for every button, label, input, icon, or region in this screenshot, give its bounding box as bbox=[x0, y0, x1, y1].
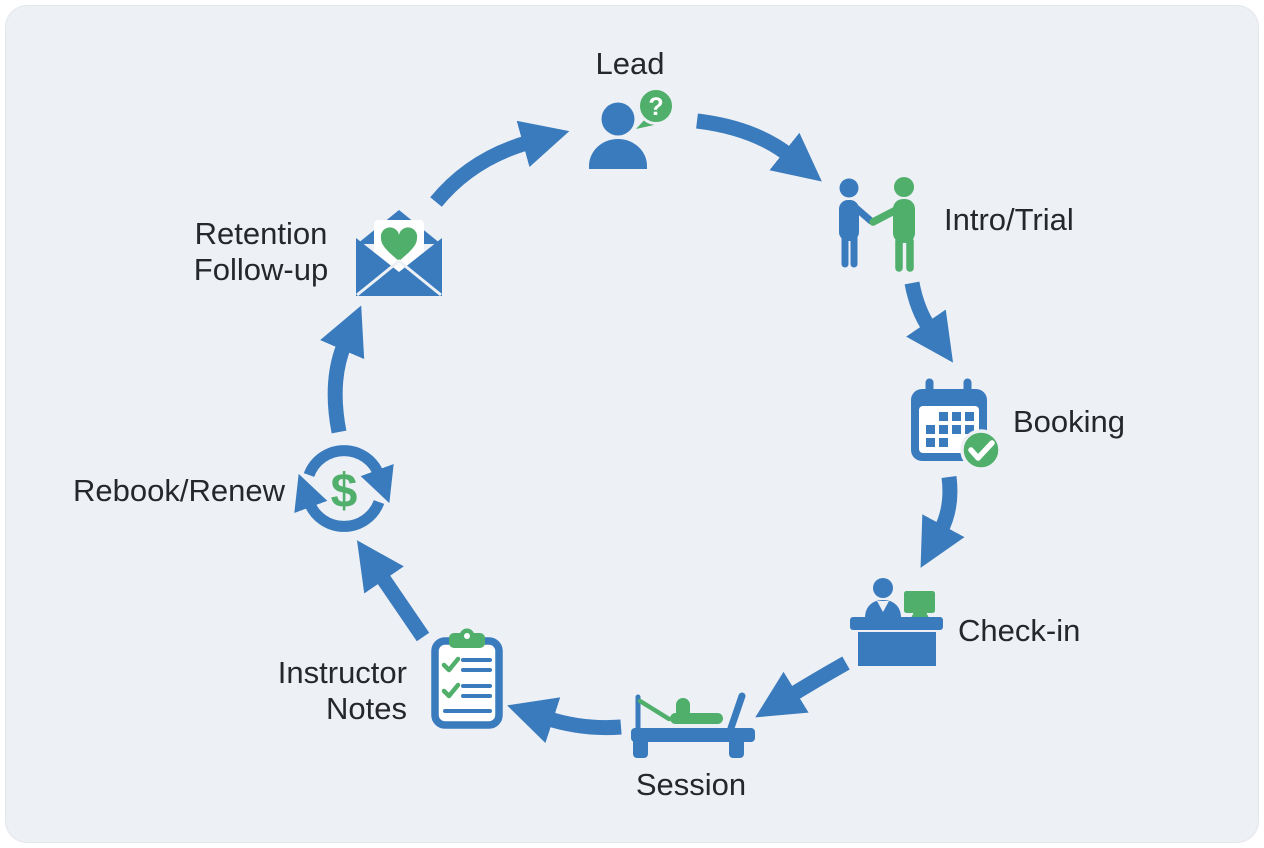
arrow-session-to-notes bbox=[507, 697, 622, 744]
envelope-body bbox=[356, 238, 442, 296]
handshake-people-icon bbox=[839, 177, 915, 272]
dollar-glyph: $ bbox=[331, 465, 358, 518]
dollar-cycle-icon: $ bbox=[294, 445, 394, 532]
check-circle bbox=[960, 429, 1002, 471]
question-bubble bbox=[637, 87, 675, 125]
arrow-intro-to-booking bbox=[904, 281, 954, 363]
person-head bbox=[601, 102, 635, 136]
arrow-lead-to-intro bbox=[696, 113, 822, 182]
pilates-reformer-icon bbox=[631, 692, 755, 758]
blue-person bbox=[839, 178, 875, 268]
envelope-heart-icon bbox=[356, 210, 442, 297]
desk-front bbox=[858, 632, 936, 666]
checklist-checks bbox=[441, 656, 461, 699]
lying-person-knee bbox=[676, 698, 690, 719]
stage-label-booking: Booking bbox=[1013, 404, 1126, 439]
cycle-arc-top bbox=[303, 445, 394, 504]
retention-line2: Follow-up bbox=[193, 252, 329, 287]
reformer-strap bbox=[637, 698, 672, 722]
instructor-notes-line1: Instructor bbox=[277, 655, 407, 690]
clipboard-checklist-icon bbox=[431, 628, 503, 729]
person-body bbox=[589, 139, 647, 169]
arrow-notes-to-rebook bbox=[356, 540, 430, 642]
envelope-crease bbox=[356, 259, 442, 297]
stage-label-session: Session bbox=[635, 767, 747, 802]
arrow-retention-to-lead bbox=[430, 120, 570, 207]
checklist-lines bbox=[443, 658, 492, 713]
reformer-leg bbox=[729, 736, 744, 758]
reformer-rail bbox=[631, 728, 755, 742]
arrow-checkin-to-session bbox=[755, 656, 850, 718]
instructor-notes-line2: Notes bbox=[326, 691, 407, 726]
desk-top bbox=[850, 617, 943, 630]
foot-bar bbox=[727, 692, 746, 732]
person-question-icon: ? bbox=[589, 87, 675, 169]
stage-label-intro-trial: Intro/Trial bbox=[944, 202, 1074, 237]
stage-label-instructor-notes: Instructor Notes bbox=[207, 655, 407, 727]
clerk-head bbox=[873, 578, 893, 598]
stage-label-check-in: Check-in bbox=[958, 613, 1081, 648]
checkmark bbox=[968, 440, 995, 461]
stage-label-retention-follow-up: Retention Follow-up bbox=[151, 216, 371, 288]
cycle-arc-bottom bbox=[294, 473, 385, 532]
retention-line1: Retention bbox=[194, 216, 328, 251]
monitor bbox=[904, 591, 935, 613]
clip-ring-hole bbox=[464, 633, 470, 639]
clerk-collar bbox=[877, 601, 889, 612]
heart-shape bbox=[380, 227, 418, 261]
front-desk-icon bbox=[850, 578, 943, 666]
reformer-leg bbox=[633, 736, 648, 758]
stage-label-rebook-renew: Rebook/Renew bbox=[73, 473, 285, 508]
calendar-check-icon bbox=[911, 375, 1002, 471]
stage-label-lead: Lead bbox=[595, 46, 665, 81]
green-person bbox=[869, 177, 915, 272]
flow-arrows bbox=[320, 113, 965, 744]
arrow-rebook-to-retention bbox=[320, 305, 365, 434]
question-glyph: ? bbox=[648, 93, 663, 121]
arrow-booking-to-checkin bbox=[920, 476, 965, 568]
calendar-grid bbox=[926, 412, 974, 447]
